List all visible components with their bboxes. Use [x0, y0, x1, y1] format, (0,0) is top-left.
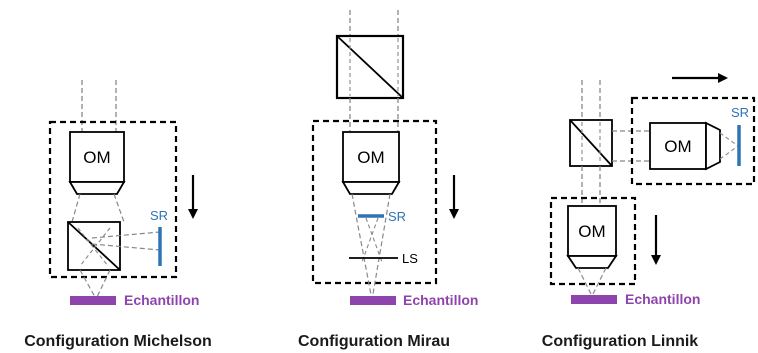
module-frame: [549, 196, 637, 286]
beam-line: [113, 193, 125, 223]
configuration-caption: Configuration Mirau: [298, 333, 450, 350]
beam-line: [79, 227, 111, 267]
beam-line: [591, 267, 607, 297]
beam-line: [577, 267, 593, 297]
om-label: OM: [664, 137, 691, 156]
objective-microscope: OM: [68, 131, 126, 195]
beam-splitter-cube: [335, 34, 405, 100]
beam-line: [719, 132, 739, 147]
sample-bar: [350, 296, 396, 305]
objective-microscope: OM: [566, 205, 618, 269]
linnik-configuration: OM SR OM Echantillon Configuration Linni…: [542, 73, 756, 350]
sr-label: SR: [731, 105, 749, 120]
configuration-caption: Configuration Linnik: [542, 333, 699, 350]
beam-splitter-cube: [569, 119, 613, 167]
beam-line: [361, 217, 379, 263]
michelson-configuration: OM SR Echantillon Configuration Michelso…: [24, 80, 212, 350]
reference-arm-frame: [630, 96, 756, 186]
beam-line: [365, 217, 383, 263]
module-frame: [311, 119, 438, 285]
beam-line: [71, 193, 81, 223]
beam-line: [371, 193, 391, 301]
reference-beam-line: [91, 243, 161, 251]
om-label: OM: [83, 148, 110, 167]
om-label: OM: [578, 222, 605, 241]
mirau-configuration: OM SR LS Echantillon Configuration Mirau: [298, 10, 478, 350]
objective-microscope: OM: [341, 131, 401, 195]
objective-microscope: OM: [649, 121, 721, 171]
sample-label: Echantillon: [403, 292, 478, 308]
configuration-caption: Configuration Michelson: [24, 333, 212, 350]
om-label: OM: [357, 148, 384, 167]
module-frame: [48, 120, 178, 279]
beam-line: [96, 269, 111, 298]
beam-line: [77, 227, 109, 267]
sr-label: SR: [388, 209, 406, 224]
beam-line: [351, 193, 373, 301]
sample-bar: [70, 296, 116, 305]
sample-label: Echantillon: [124, 292, 199, 308]
sample-label: Echantillon: [625, 291, 700, 307]
reference-beam-line: [91, 231, 161, 239]
sr-label: SR: [150, 208, 168, 223]
beam-line: [719, 145, 739, 160]
sample-bar: [571, 295, 617, 304]
beam-line: [79, 269, 96, 298]
ls-label: LS: [402, 251, 418, 266]
